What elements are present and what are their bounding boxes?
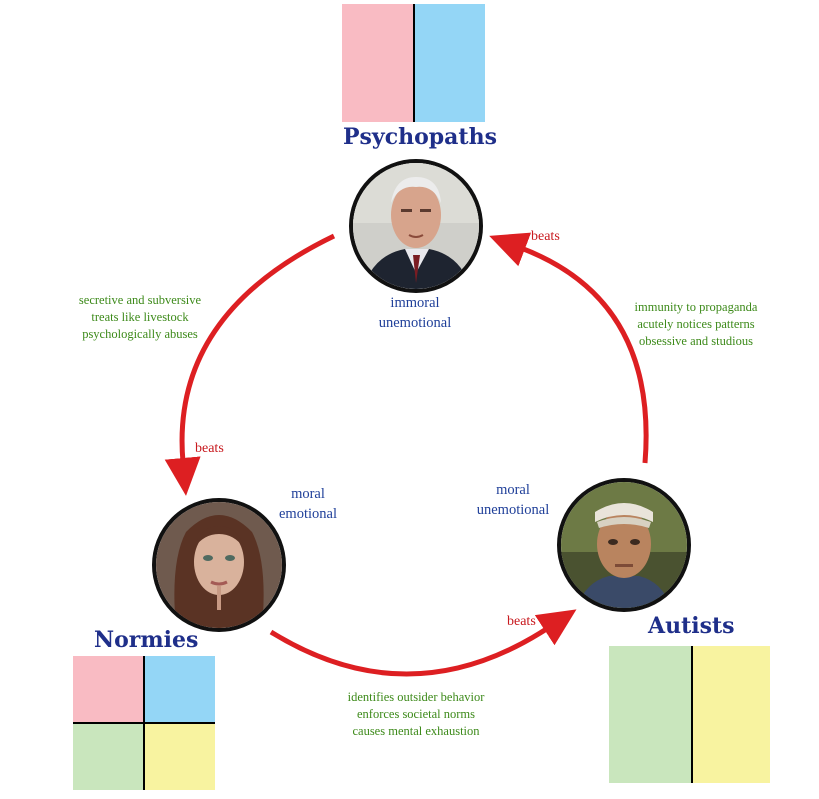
trait-label: emotional [279, 506, 337, 522]
grid-cell-green [609, 646, 692, 783]
reason-text: obsessive and studious [639, 334, 753, 348]
reason-text: secretive and subversive [78, 293, 202, 307]
trait-label: moral [496, 482, 530, 498]
autists-compass-grid [609, 646, 770, 783]
autists-title: Autists [648, 613, 735, 639]
autists-traits: moral unemotional [458, 480, 568, 520]
psychopaths-vs-normies-reasons: secretive and subversive treats like liv… [40, 292, 240, 343]
psychopaths-traits: immoral unemotional [355, 293, 475, 333]
trait-label: immoral [390, 295, 440, 311]
psychopaths-compass-grid [342, 4, 485, 122]
arrow-psychopaths-to-normies [164, 233, 336, 496]
normies-portrait [152, 498, 286, 632]
grid-cell-blue [144, 656, 215, 723]
beats-label: beats [531, 229, 560, 244]
grid-cell-blue [414, 4, 485, 122]
grid-cell-pink [73, 656, 144, 723]
arrow-normies-to-autists [269, 609, 577, 677]
trait-label: unemotional [476, 502, 550, 518]
normies-compass-grid [73, 656, 215, 790]
reason-text: identifies outsider behavior [347, 690, 485, 704]
reason-text: causes mental exhaustion [352, 724, 480, 738]
autists-vs-psychopaths-reasons: immunity to propaganda acutely notices p… [596, 299, 796, 350]
reason-text: acutely notices patterns [637, 317, 755, 331]
reason-text: treats like livestock [91, 310, 189, 324]
autists-portrait [557, 478, 691, 612]
normies-title: Normies [94, 627, 199, 653]
beats-label: beats [195, 441, 224, 456]
reason-text: psychologically abuses [82, 327, 198, 341]
grid-cell-yellow [692, 646, 770, 783]
grid-cell-green [73, 723, 144, 790]
grid-divider [413, 4, 415, 122]
beats-label: beats [507, 614, 536, 629]
grid-cell-pink [342, 4, 414, 122]
psychopaths-title: Psychopaths [343, 124, 497, 150]
trait-label: unemotional [378, 315, 452, 331]
normies-vs-autists-reasons: identifies outsider behavior enforces so… [316, 689, 516, 740]
arrow-autists-to-psychopaths [489, 232, 649, 464]
normies-traits: moral emotional [258, 484, 358, 524]
grid-divider [73, 722, 215, 724]
grid-divider [691, 646, 693, 783]
reason-text: enforces societal norms [356, 707, 475, 721]
grid-cell-yellow [144, 723, 215, 790]
trait-label: moral [291, 486, 325, 502]
psychopaths-portrait [349, 159, 483, 293]
reason-text: immunity to propaganda [634, 300, 758, 314]
